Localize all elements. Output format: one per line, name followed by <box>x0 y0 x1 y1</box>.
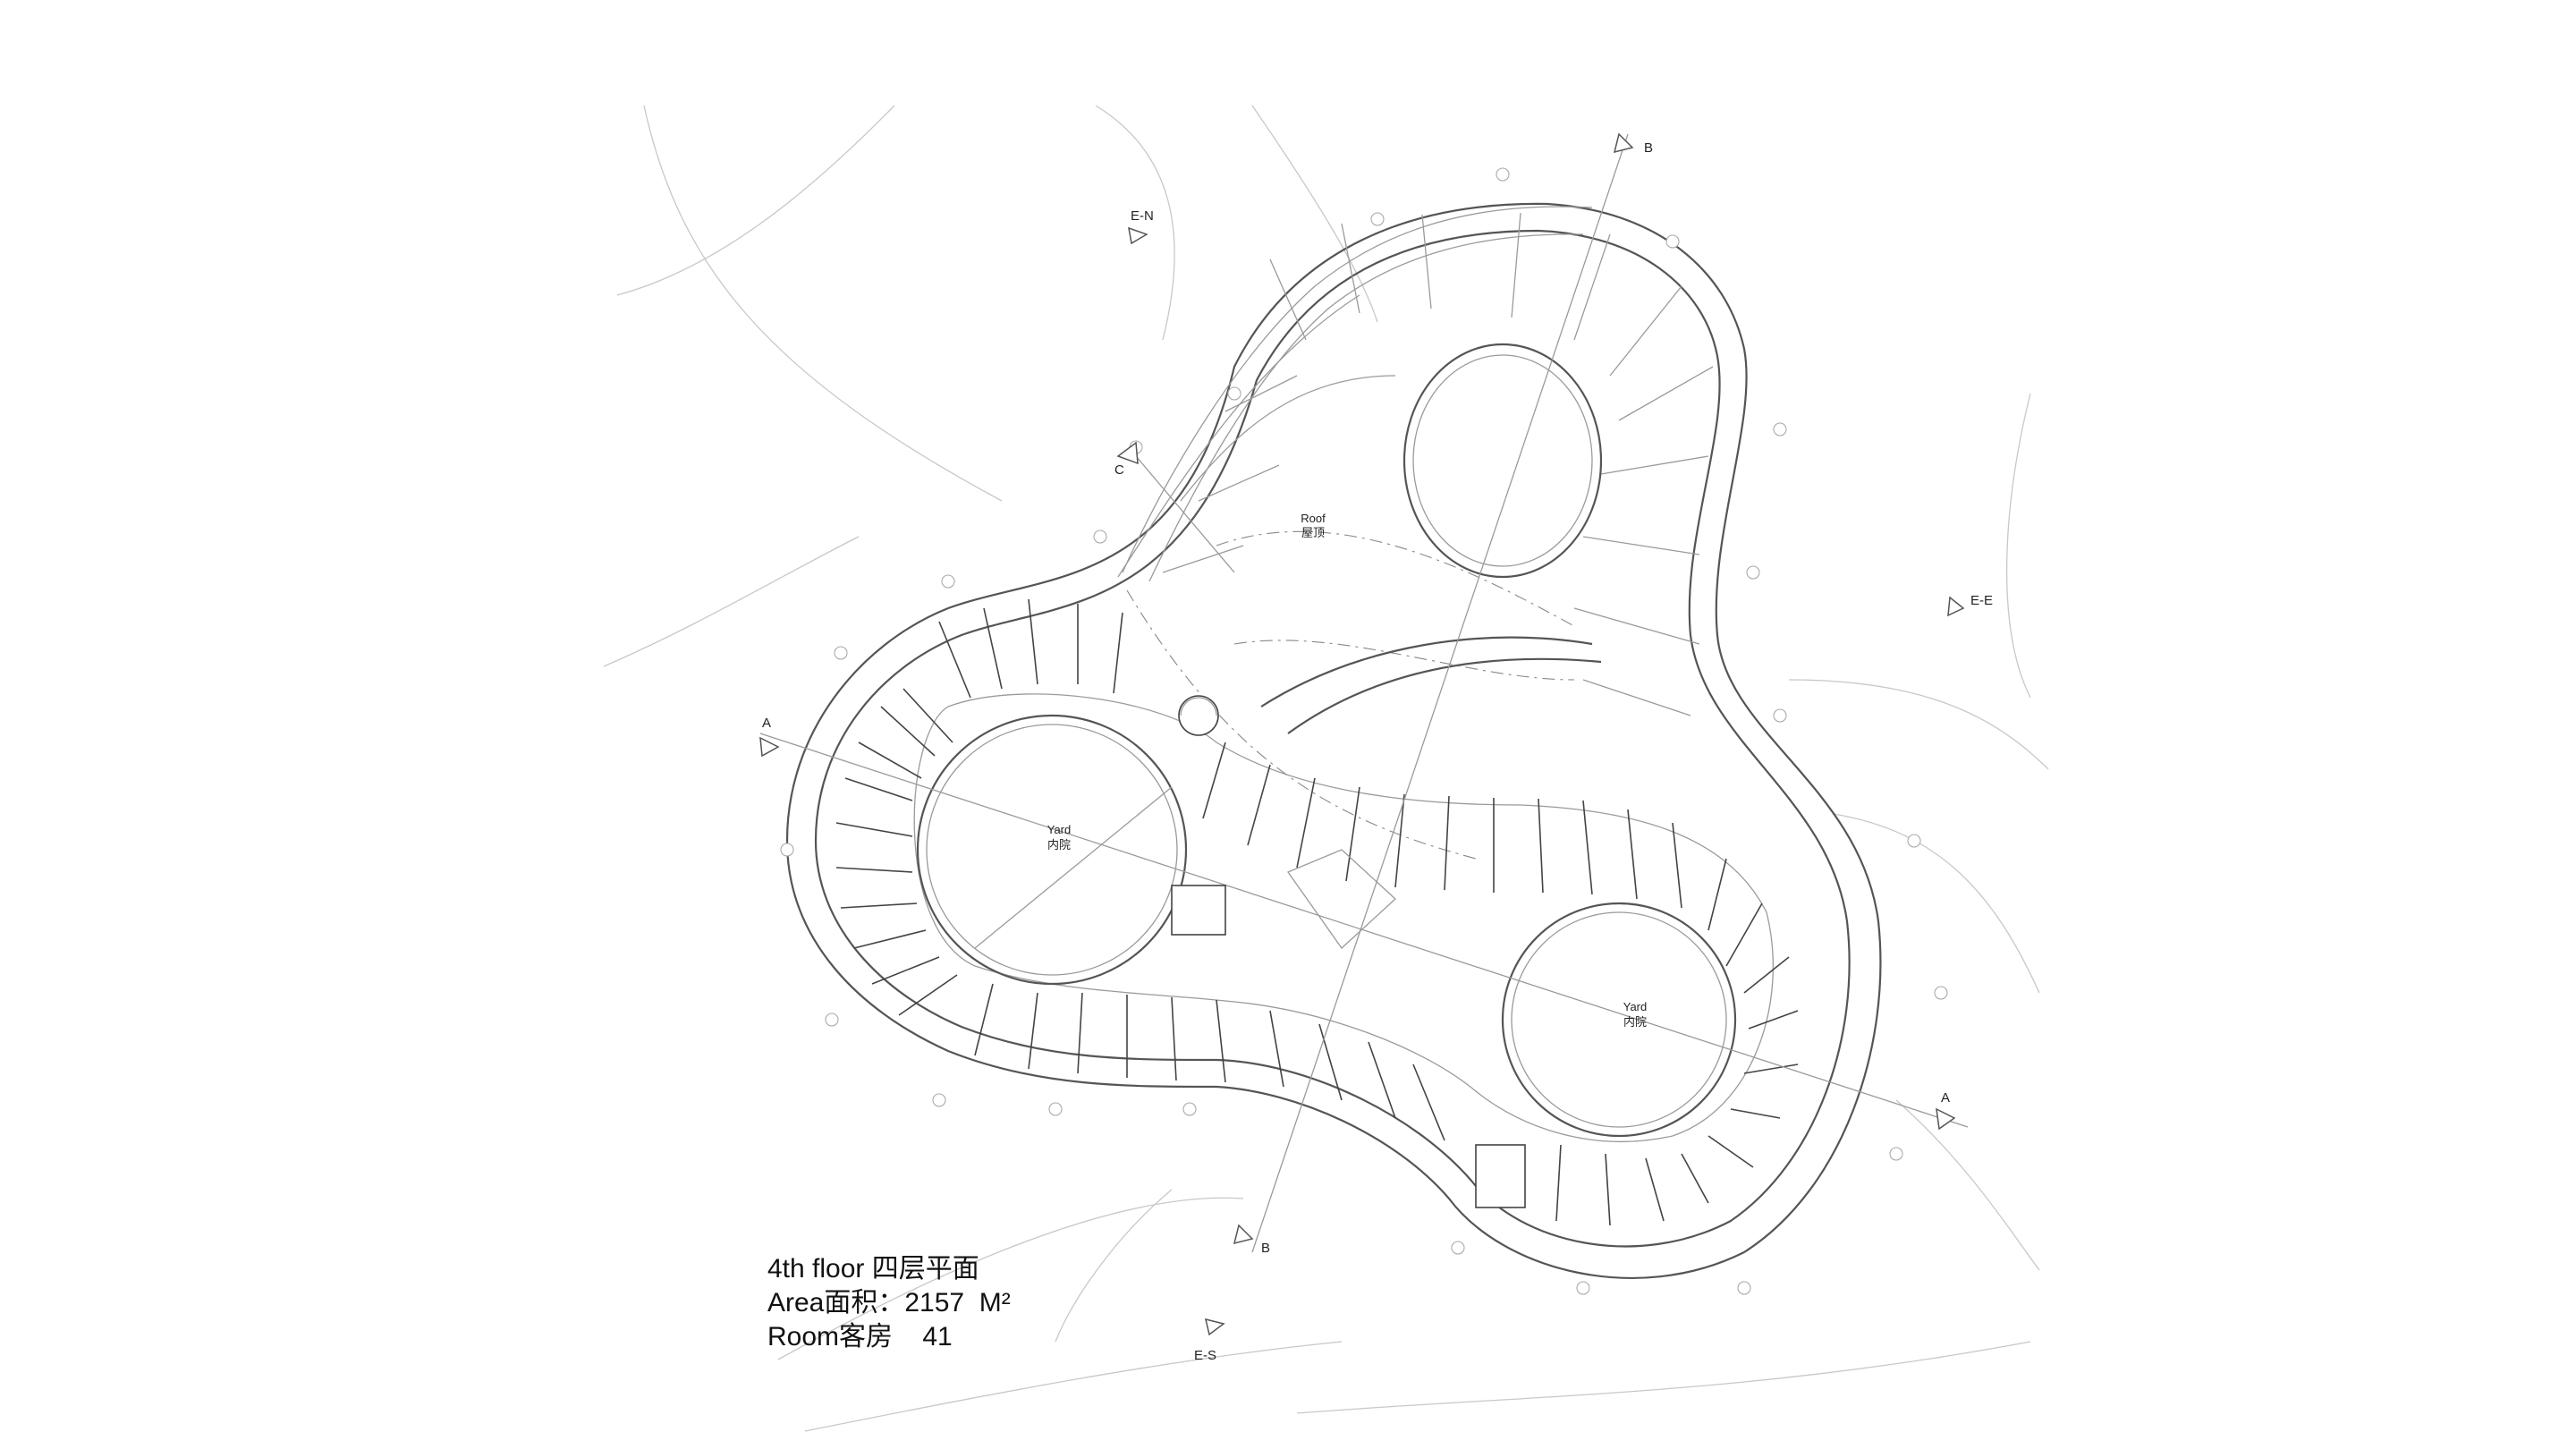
yard-east-label-cn: 内院 <box>1623 1015 1647 1029</box>
marker-a-west: A <box>762 716 771 731</box>
yard-west-label: Yard <box>1047 823 1072 836</box>
legend-floor: 4th floor 四层平面 <box>767 1254 979 1284</box>
grid-bubbles <box>780 167 1948 1295</box>
area-labels: Roof 屋顶 Yard 内院 Yard 内院 <box>1047 512 1648 1029</box>
marker-e-n: E-N <box>1131 208 1154 224</box>
legend-rooms: Room客房 41 <box>767 1322 953 1352</box>
roof-label-cn: 屋顶 <box>1301 526 1325 539</box>
marker-b-north: B <box>1644 140 1653 156</box>
guest-rooms-east <box>1202 741 1799 1226</box>
section-markers <box>759 132 1969 1336</box>
marker-labels: A A B B C E-N E-E E-S <box>762 140 1993 1363</box>
roof-structure <box>1117 206 1714 860</box>
marker-b-south: B <box>1261 1241 1270 1256</box>
courtyards <box>916 343 1737 1138</box>
yard-west-label-cn: 内院 <box>1047 838 1071 852</box>
marker-e-s: E-S <box>1194 1348 1216 1363</box>
legend-area: Area面积：2157 M² <box>767 1288 1011 1318</box>
marker-e-e: E-E <box>1970 593 1993 608</box>
central-circulation <box>1171 695 1526 1208</box>
marker-c: C <box>1114 462 1124 478</box>
roof-label: Roof <box>1301 512 1326 525</box>
marker-a-east: A <box>1941 1090 1950 1106</box>
yard-east-label: Yard <box>1623 1000 1648 1013</box>
guest-rooms-west <box>835 598 1226 1083</box>
site-contours <box>603 105 2049 1432</box>
